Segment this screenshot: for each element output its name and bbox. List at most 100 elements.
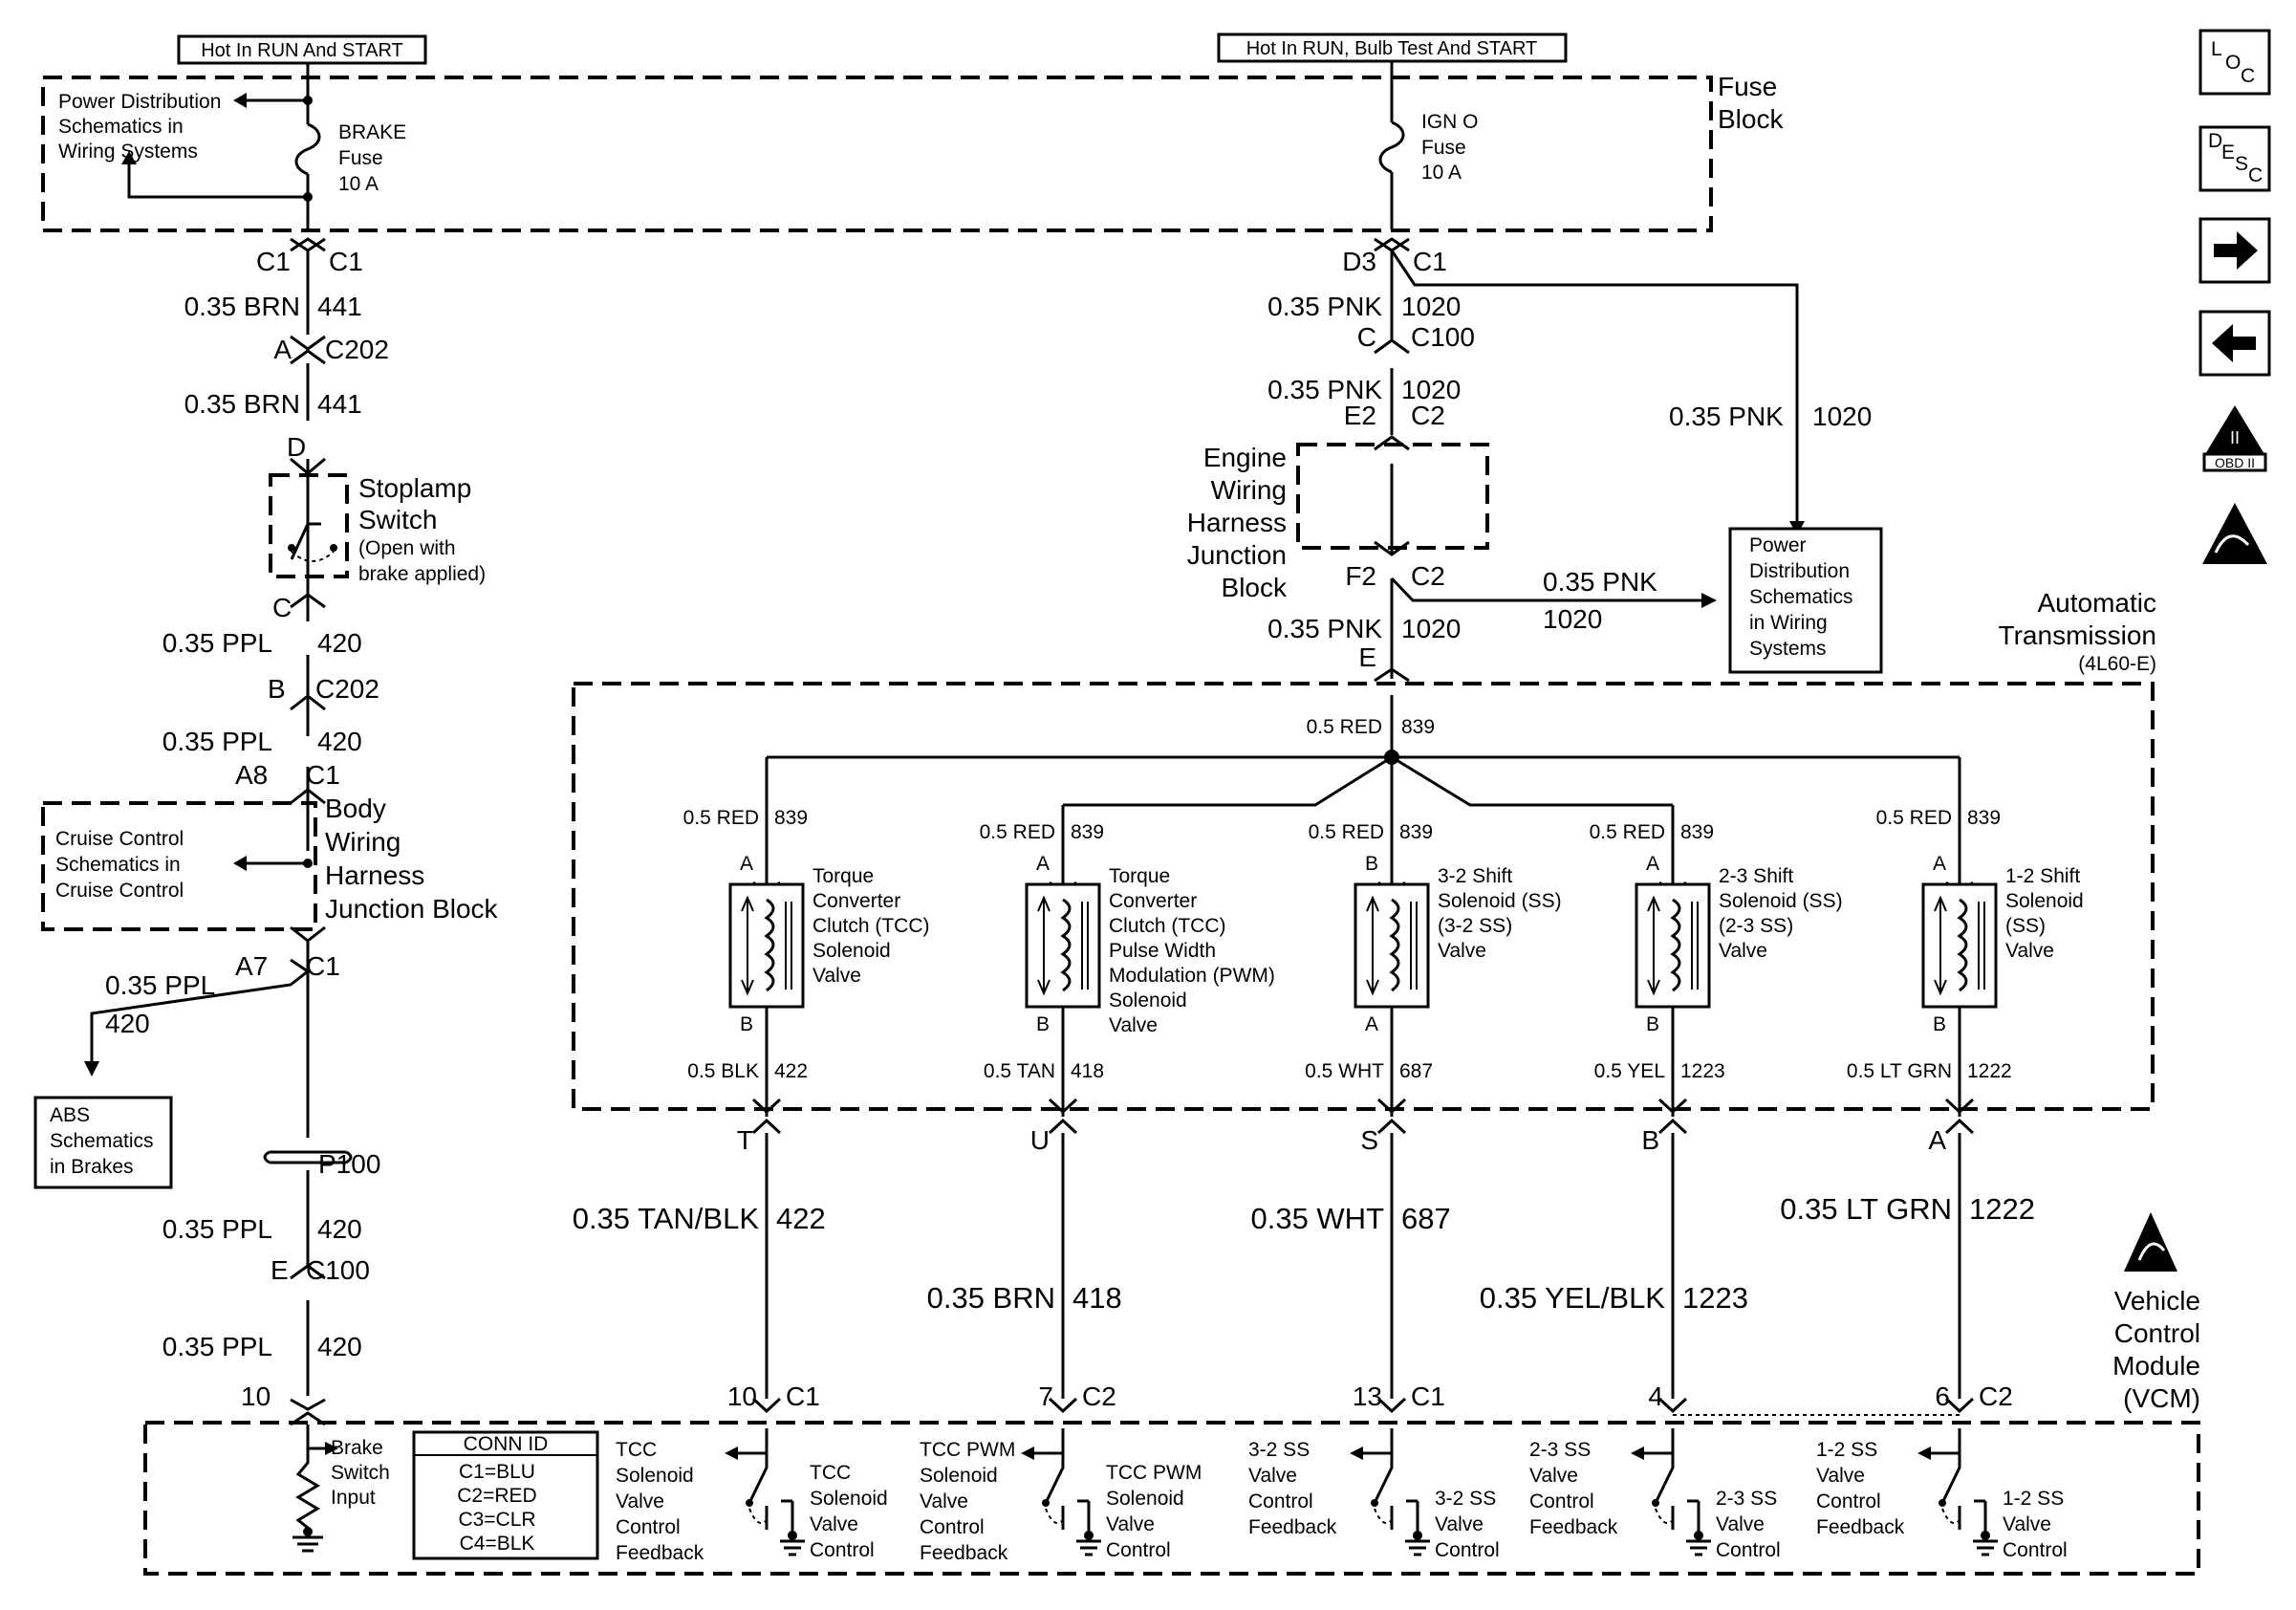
solenoid-1-control-label-2: Solenoid xyxy=(810,1488,888,1510)
solenoid-3-switch-pivot xyxy=(1371,1499,1378,1507)
solenoid-1-feedback-label-2: Solenoid xyxy=(616,1465,694,1487)
cruise-1: Cruise Control xyxy=(55,828,184,850)
right-wire1: 0.35 PNK xyxy=(1267,292,1382,321)
right-wire2: 0.35 PNK xyxy=(1267,375,1382,404)
solenoid-2-feedback-arrow-icon xyxy=(1021,1447,1034,1460)
solenoid-1-harness-circ: 422 xyxy=(776,1202,826,1235)
splice-label: P100 xyxy=(318,1149,380,1179)
solenoid-1-feedback-label-4: Control xyxy=(616,1516,681,1538)
side-icons[interactable]: L O C D E S C II OBD II xyxy=(2199,29,2271,564)
solenoid-2-vcm-pin-symbol xyxy=(1048,1397,1078,1414)
solenoid-3-ground-node xyxy=(1413,1531,1422,1540)
esd-side-icon[interactable] xyxy=(2202,503,2267,564)
desc-letter-3: S xyxy=(2235,153,2248,175)
branch1-circ: 1020 xyxy=(1812,402,1872,431)
abs-wire: 0.35 PPL xyxy=(105,970,215,1000)
branch2-circ: 1020 xyxy=(1543,604,1602,634)
power-dist-left-1: Power Distribution xyxy=(58,91,221,113)
right-conn-c: C xyxy=(1357,322,1376,352)
engine-block-4: Junction xyxy=(1187,540,1287,570)
brake-fuse-node-top xyxy=(303,96,313,105)
solenoid-5-harness-wire: 0.35 LT GRN xyxy=(1780,1192,1952,1226)
solenoid-4-diode-line xyxy=(1647,895,1660,996)
right-f2: F2 xyxy=(1345,561,1376,591)
c202-a-connector-symbol xyxy=(290,335,326,365)
solenoid-4-vcm-switch xyxy=(1654,1439,1675,1530)
a7-connector-symbol xyxy=(290,925,326,943)
solenoid-4-switch-pivot xyxy=(1652,1499,1659,1507)
solenoid-1-coil-icon xyxy=(764,898,775,992)
right-c1: C1 xyxy=(1413,247,1447,276)
solenoid-5-name-2: Solenoid xyxy=(2005,890,2084,912)
solenoid-2-harness-circ: 418 xyxy=(1072,1281,1122,1315)
solenoid-1-diode-line xyxy=(741,895,754,996)
power-dist-left-arrow-icon xyxy=(233,93,247,108)
left-wire2: 0.35 BRN xyxy=(184,389,300,419)
ign-fuse-3: 10 A xyxy=(1421,162,1462,184)
solenoid-3-feedback-label-4: Feedback xyxy=(1248,1516,1337,1538)
p100-splice-ends xyxy=(263,1150,353,1164)
solenoid-4-vcm-pin: 4 xyxy=(1648,1382,1663,1411)
conn-id-row-4: C4=BLK xyxy=(460,1533,535,1555)
solenoid-3-coil-icon xyxy=(1389,898,1400,992)
solenoid-5-core xyxy=(1978,902,1985,990)
desc-icon[interactable] xyxy=(2199,125,2271,192)
solenoid-1-pin: T xyxy=(737,1125,753,1155)
solenoid-2-harness-wire: 0.35 BRN xyxy=(927,1281,1055,1315)
loc-letter-1: L xyxy=(2211,38,2222,60)
solenoid-2-core xyxy=(1081,902,1089,990)
obd-button[interactable]: II OBD II xyxy=(2202,405,2267,472)
desc-letter-2: E xyxy=(2221,141,2235,163)
stoplamp-2: Switch xyxy=(358,505,437,534)
obd-triangle-icon[interactable] xyxy=(2202,405,2267,459)
brake-input-2: Switch xyxy=(331,1462,390,1484)
power-dist-left-return-arrow-icon xyxy=(121,151,137,164)
body-block-3: Harness xyxy=(325,860,424,890)
loc-button[interactable]: L O C xyxy=(2199,29,2271,96)
solenoid-2-name-7: Valve xyxy=(1109,1014,1158,1036)
solenoid-2-name-1: Torque xyxy=(1109,865,1170,887)
power-dist-left-2: Schematics in xyxy=(58,116,184,138)
left-header: Hot In RUN And START xyxy=(201,40,403,61)
prev-arrow-icon xyxy=(2212,324,2256,362)
left-circ1: 441 xyxy=(317,292,362,321)
left-wire3: 0.35 PPL xyxy=(162,628,272,658)
brake-fuse-1: BRAKE xyxy=(338,121,406,143)
left-c1-b: C1 xyxy=(329,247,363,276)
prev-button[interactable] xyxy=(2199,310,2271,377)
solenoid-1-vcm-pin: 10 xyxy=(727,1382,757,1411)
solenoid-2-switch-pivot xyxy=(1042,1499,1050,1507)
solenoid-4-feedback-label-4: Feedback xyxy=(1529,1516,1618,1538)
conn-id-row-1: C1=BLU xyxy=(459,1461,535,1483)
solenoid-4-top-pin: A xyxy=(1646,853,1659,875)
left-header-box xyxy=(177,34,427,65)
solenoid-5-vcm-pin-symbol xyxy=(1944,1397,1975,1414)
obd-numeral: II xyxy=(2230,428,2240,447)
cruise-2: Schematics in xyxy=(55,854,181,876)
right-c100: C100 xyxy=(1411,322,1475,352)
esd-side-hand-icon xyxy=(2214,534,2250,554)
solenoid-2-bottom-pin-symbol xyxy=(1048,1098,1078,1115)
solenoid-1-bot-pin: B xyxy=(740,1013,753,1035)
trans-model: (4L60-E) xyxy=(2078,653,2156,675)
fuse-block-outline xyxy=(41,76,1713,232)
solenoid-1-harness-wire: 0.35 TAN/BLK xyxy=(573,1202,760,1235)
left-c1-a: C1 xyxy=(256,247,291,276)
left-pin10: 10 xyxy=(241,1382,271,1411)
desc-button[interactable]: D E S C xyxy=(2199,125,2271,192)
solenoid-3-bottom-pin-symbol xyxy=(1376,1098,1407,1115)
loc-icon[interactable] xyxy=(2199,29,2271,96)
solenoid-2-bot-pin: B xyxy=(1036,1013,1050,1035)
solenoid-5-diode-line xyxy=(1934,895,1947,996)
solenoid-5-feedback-label-3: Control xyxy=(1816,1490,1881,1512)
solenoid-5-feedback-label-2: Valve xyxy=(1816,1465,1865,1487)
solenoid-1-feedback-arrow-icon xyxy=(725,1447,738,1460)
desc-letter-1: D xyxy=(2208,130,2222,152)
abs-box-2: Schematics xyxy=(50,1130,154,1152)
esd-button[interactable] xyxy=(2202,503,2267,564)
brake-input-resistor xyxy=(290,1411,326,1537)
solenoid-3-top-pin: B xyxy=(1365,853,1378,875)
solenoid-4-feedback-label-1: 2-3 SS xyxy=(1529,1439,1591,1461)
next-button[interactable] xyxy=(2199,217,2271,284)
